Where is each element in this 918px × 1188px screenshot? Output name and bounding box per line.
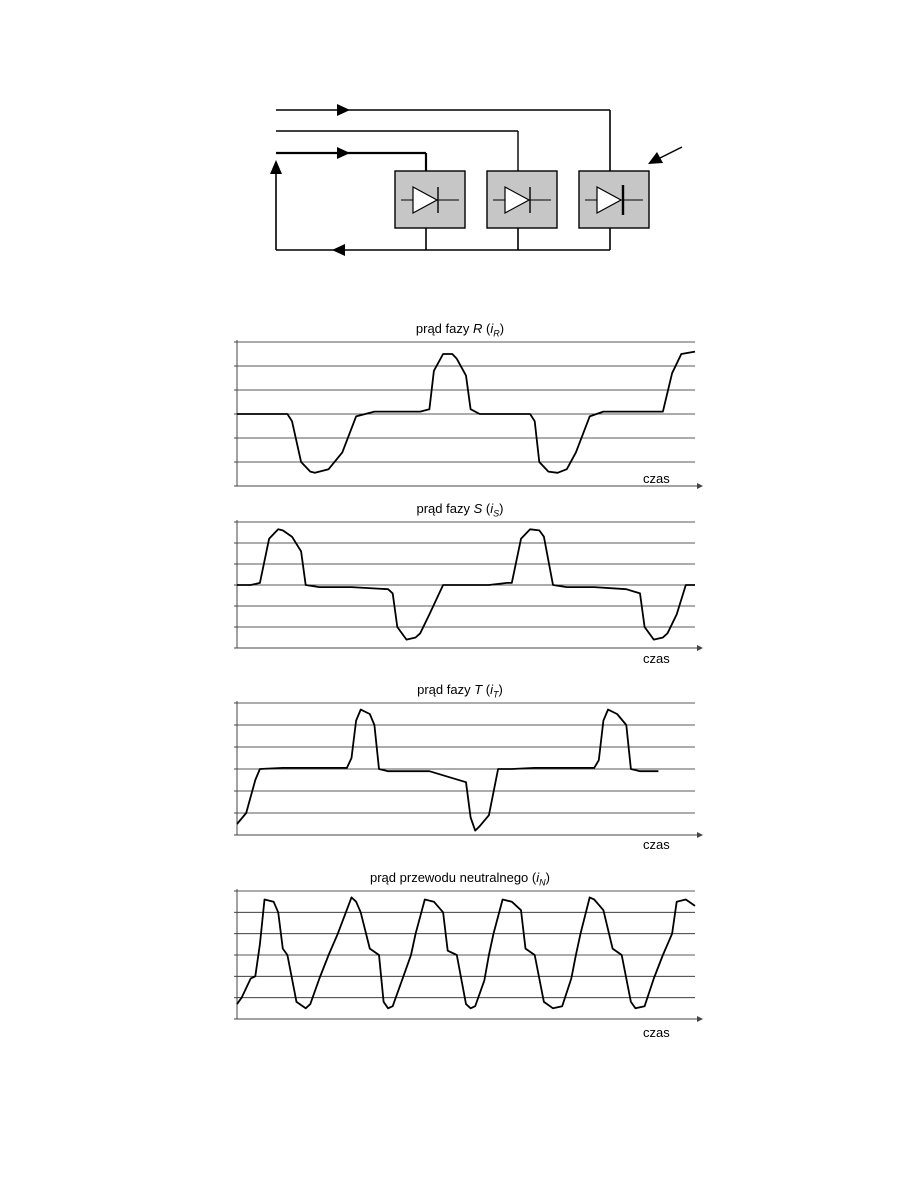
diode-icon: [412, 185, 439, 215]
wire-phase-1: [276, 104, 611, 171]
rectifier-circuit-diagram: [270, 104, 683, 256]
pointer-arrow: [648, 146, 683, 164]
chart-phase-t: prąd fazy T (iT) czas: [220, 679, 720, 857]
x-axis-arrow: [697, 1016, 703, 1022]
x-axis-arrow: [697, 832, 703, 838]
diode-icon: [504, 185, 531, 215]
wire-phase-2: [276, 130, 519, 171]
chart-title: prąd fazy S (iS): [416, 501, 504, 519]
x-axis-arrow: [697, 483, 703, 489]
chart-title: prąd fazy T (iT): [417, 682, 503, 700]
plot-area: [234, 520, 703, 651]
chart-title: prąd przewodu neutralnego (iN): [370, 870, 550, 888]
arrow-head-return: [332, 244, 345, 256]
arrow-head-2: [337, 147, 350, 159]
chart-phase-r: prąd fazy R (iR) czas: [220, 318, 720, 489]
plot-area: [234, 701, 703, 838]
diode-icon: [596, 185, 623, 215]
diode-box-3: [578, 170, 650, 229]
plot-area: [234, 340, 703, 489]
chart-phase-s: prąd fazy S (iS) czas: [220, 498, 720, 670]
x-axis-label: czas: [643, 471, 670, 486]
wire-phase-3: [276, 147, 428, 171]
x-axis-label: czas: [643, 651, 670, 666]
diode-box-2: [486, 170, 558, 229]
arrow-head-1: [337, 104, 350, 116]
series-line: [237, 350, 696, 474]
series-line: [236, 708, 659, 832]
chart-neutral: prąd przewodu neutralnego (iN) czas: [220, 867, 720, 1047]
arrow-head-up: [270, 160, 282, 174]
diode-box-1: [394, 170, 466, 229]
x-axis-label: czas: [643, 1025, 670, 1040]
series-line: [237, 528, 695, 641]
plot-area: [234, 889, 703, 1022]
chart-title: prąd fazy R (iR): [415, 321, 505, 339]
x-axis-arrow: [697, 645, 703, 651]
return-wire: [270, 160, 611, 256]
series-line: [236, 896, 696, 1010]
x-axis-label: czas: [643, 837, 670, 852]
